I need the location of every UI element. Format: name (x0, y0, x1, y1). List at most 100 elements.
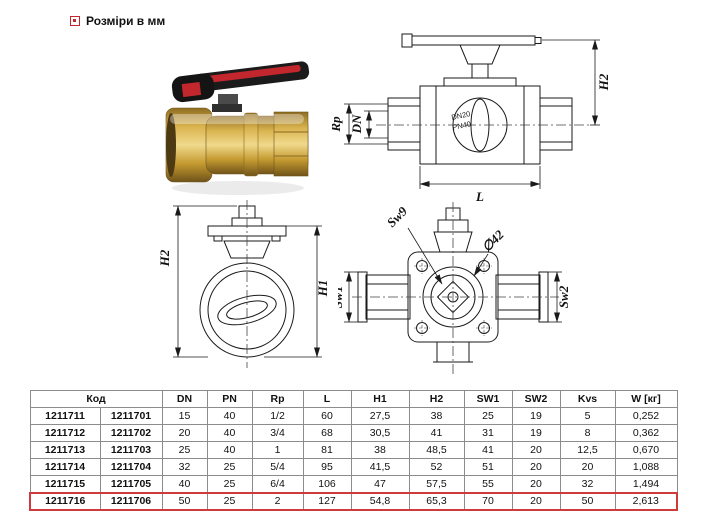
code-cell: 1211711 (29, 407, 101, 425)
value-cell: 30,5 (350, 424, 410, 442)
value-cell: 15 (161, 407, 208, 425)
value-cell: 95 (302, 458, 352, 476)
value-cell: 57,5 (408, 475, 465, 493)
value-cell: 1/2 (251, 407, 304, 425)
column-header-dn: DN (161, 390, 208, 408)
value-cell: 50 (559, 491, 616, 511)
handle-hub (459, 44, 501, 65)
value-cell: 25 (206, 458, 253, 476)
section-header: Розміри в мм (70, 14, 165, 28)
valve-body (165, 107, 309, 183)
photo-shadow (172, 181, 304, 195)
code-cell: 1211703 (99, 441, 163, 459)
value-cell: 70 (463, 491, 513, 511)
value-cell: 6/4 (251, 475, 304, 493)
value-cell: 40 (206, 441, 253, 459)
dim-label-h2: H2 (160, 249, 172, 267)
value-cell: 25 (206, 475, 253, 493)
value-cell: 20 (511, 475, 561, 493)
neck (223, 240, 271, 259)
value-cell: 41,5 (350, 458, 410, 476)
value-cell: 48,5 (408, 441, 465, 459)
dim-label-d42: ∅42 (479, 227, 507, 255)
value-cell: 20 (511, 441, 561, 459)
value-cell: 20 (511, 491, 561, 511)
handle-label (181, 81, 202, 98)
column-header-h1: H1 (350, 390, 410, 408)
handle-red-inlay (203, 64, 301, 84)
code-cell: 1211715 (29, 475, 101, 493)
value-cell: 38 (350, 441, 410, 459)
value-cell: 55 (463, 475, 513, 493)
code-cell: 1211716 (29, 491, 101, 511)
value-cell: 0,670 (614, 441, 678, 459)
column-header-kvs: Kvs (559, 390, 616, 408)
stem-nut (212, 104, 242, 112)
code-cell: 1211713 (29, 441, 101, 459)
value-cell: 5/4 (251, 458, 304, 476)
dim-label-dn: DN (349, 114, 364, 134)
code-cell: 1211712 (29, 424, 101, 442)
value-cell: 51 (463, 458, 513, 476)
code-cell: 1211701 (99, 407, 163, 425)
value-cell: 68 (302, 424, 352, 442)
value-cell: 25 (463, 407, 513, 425)
value-cell: 20 (559, 458, 616, 476)
value-cell: 40 (161, 475, 208, 493)
dim-label-sw1: Sw1 (338, 286, 345, 308)
value-cell: 1,088 (614, 458, 678, 476)
section-title: Розміри в мм (86, 14, 166, 28)
code-cell: 1211702 (99, 424, 163, 442)
value-cell: 41 (463, 441, 513, 459)
value-cell: 19 (511, 424, 561, 442)
code-cell: 1211714 (29, 458, 101, 476)
drawing-front-view: H2 H1 (160, 200, 330, 368)
value-cell: 5 (559, 407, 616, 425)
handle-bar (411, 35, 536, 46)
dim-label-l: L (475, 189, 484, 204)
column-header-sw2: SW2 (511, 390, 561, 408)
value-cell: 20 (511, 458, 561, 476)
code-cell: 1211704 (99, 458, 163, 476)
value-cell: 8 (559, 424, 616, 442)
valve-handle (171, 61, 310, 103)
value-cell: 0,252 (614, 407, 678, 425)
value-cell: 50 (161, 491, 208, 511)
cast-mark-dn: DN20 (451, 109, 472, 122)
value-cell: 27,5 (350, 407, 410, 425)
value-cell: 2,613 (614, 491, 679, 511)
column-header-rp: Rp (251, 390, 304, 408)
value-cell: 81 (302, 441, 352, 459)
code-cell: 1211705 (99, 475, 163, 493)
dim-label-rp: Rp (332, 116, 343, 133)
value-cell: 40 (206, 424, 253, 442)
left-port (387, 97, 421, 151)
drawing-side-view: DN20 PN40 L H2 Rp DN (332, 33, 611, 204)
value-cell: 32 (161, 458, 208, 476)
value-cell: 54,8 (350, 491, 410, 511)
column-header-sw1: SW1 (463, 390, 513, 408)
value-cell: 2 (251, 491, 304, 511)
dim-label-h1: H1 (315, 280, 330, 298)
column-header-h2: H2 (408, 390, 465, 408)
value-cell: 0,362 (614, 424, 678, 442)
value-cell: 1 (251, 441, 304, 459)
dim-label-sw2: Sw2 (556, 285, 571, 308)
value-cell: 25 (161, 441, 208, 459)
column-header-l: L (302, 390, 352, 408)
top-flange (443, 77, 517, 87)
value-cell: 38 (408, 407, 465, 425)
right-port (539, 97, 573, 151)
stem (471, 63, 489, 79)
value-cell: 106 (302, 475, 352, 493)
value-cell: 31 (463, 424, 513, 442)
value-cell: 32 (559, 475, 616, 493)
valve-photo (165, 61, 310, 195)
value-cell: 25 (206, 491, 253, 511)
